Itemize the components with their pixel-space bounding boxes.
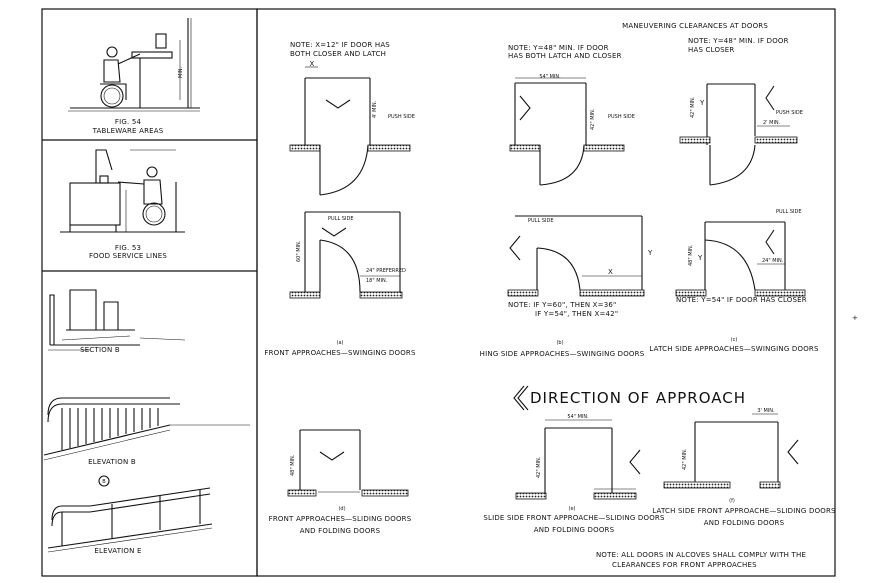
dim-24pref-a: 24" PREFERRED <box>366 268 406 274</box>
marker-b: (b) <box>556 340 563 346</box>
direction-arrow-icon <box>513 385 529 411</box>
pull-side-b: PULL SIDE <box>528 218 554 224</box>
dim-y-c2: Y <box>697 254 703 262</box>
svg-text:MIN.: MIN. <box>178 66 184 78</box>
dim-54min-b: 54" MIN. <box>539 74 561 80</box>
marker-e: (e) <box>569 506 576 512</box>
diagram-e <box>515 419 641 500</box>
caption-f-line2: AND FOLDING DOORS <box>704 519 785 527</box>
elevation-b-drawing <box>43 397 250 461</box>
section-b-label: SECTION B <box>80 346 120 354</box>
diagram-a-pull <box>289 211 403 299</box>
note-front-swing-1: NOTE: X=12" IF DOOR HAS <box>290 41 390 49</box>
dim-18min-a: 18" MIN. <box>366 278 388 284</box>
caption-c: LATCH SIDE APPROACHES—SWINGING DOORS <box>649 345 819 353</box>
diagram-b-push <box>509 77 625 186</box>
dim-2min-c: 2' MIN. <box>763 120 781 126</box>
diagram-c-pull <box>675 221 806 297</box>
diagram-c-push <box>679 83 798 186</box>
direction-of-approach-legend: DIRECTION OF APPROACH <box>530 389 746 407</box>
caption-a: FRONT APPROACHES—SWINGING DOORS <box>264 349 416 357</box>
note-latch-swing-1: NOTE: Y=48" MIN. IF DOOR <box>688 37 789 45</box>
dim-54min-e: 54" MIN. <box>567 414 589 420</box>
pull-side-c: PULL SIDE <box>776 209 802 215</box>
caption-b: HING SIDE APPROACHES—SWINGING DOORS <box>480 350 645 358</box>
dim-48min-c: 48" MIN. <box>688 244 694 266</box>
fig53-caption: FOOD SERVICE LINES <box>89 252 167 260</box>
diagram-b-pull <box>507 215 645 297</box>
note-hinge-swing-1: NOTE: Y=48" MIN. IF DOOR <box>508 44 609 52</box>
elevation-e-drawing <box>47 475 213 553</box>
right-panel-frame <box>256 8 836 577</box>
fig53-number: FIG. 53 <box>115 244 141 252</box>
dim-3min-f: 3' MIN. <box>757 408 775 414</box>
fig54-number: FIG. 54 <box>115 118 142 126</box>
dim-42min-f: 42" MIN. <box>682 448 688 470</box>
note-alcoves-2: CLEARANCES FOR FRONT APPROACHES <box>612 561 757 569</box>
note-hinge-xy-1: NOTE: IF Y=60", THEN X=36" <box>508 301 616 309</box>
caption-d-line1: FRONT APPROACHES—SLIDING DOORS <box>269 515 412 523</box>
marker-c: (c) <box>731 337 738 343</box>
note-hinge-xy-2: IF Y=54", THEN X=42" <box>535 310 618 318</box>
diagram-f <box>663 413 799 489</box>
diagram-d <box>287 429 409 497</box>
caption-e-line1: SLIDE SIDE FRONT APPROACHE—SLIDING DOORS <box>483 514 665 522</box>
push-side-b: PUSH SIDE <box>608 114 635 120</box>
marker-a: (a) <box>337 340 344 346</box>
sheet-edge-mark: + <box>852 314 858 322</box>
note-front-swing-2: BOTH CLOSER AND LATCH <box>290 50 386 58</box>
section-b-drawing <box>48 289 186 351</box>
marker-d: (d) <box>338 506 345 512</box>
marker-f: (f) <box>729 498 735 504</box>
note-latch-y: NOTE: Y=54" IF DOOR HAS CLOSER <box>676 296 807 304</box>
dim-y-b: Y <box>647 249 653 257</box>
dim-42min-b: 42" MIN. <box>590 108 596 130</box>
dim-x-a: X <box>310 60 315 68</box>
dim-48min-d: 48" MIN. <box>290 454 296 476</box>
note-alcoves-1: NOTE: ALL DOORS IN ALCOVES SHALL COMPLY … <box>596 551 806 559</box>
elevation-e-marker: B <box>102 479 106 485</box>
push-side-c: PUSH SIDE <box>776 110 803 116</box>
elevation-e-label: ELEVATION E <box>94 547 141 555</box>
fig54-caption: TABLEWARE AREAS <box>92 127 164 135</box>
fig53-drawing <box>60 149 185 233</box>
dim-x-b: X <box>608 268 613 276</box>
note-hinge-swing-2: HAS BOTH LATCH AND CLOSER <box>508 52 622 60</box>
caption-f-line1: LATCH SIDE FRONT APPROACHE—SLIDING DOORS <box>652 507 836 515</box>
note-latch-swing-2: HAS CLOSER <box>688 46 735 54</box>
elevation-b-label: ELEVATION B <box>88 458 136 466</box>
dim-24min-c: 24" MIN. <box>762 258 784 264</box>
dim-42min-e: 42" MIN. <box>536 456 542 478</box>
pull-side-a: PULL SIDE <box>328 216 354 222</box>
diagram-a-push <box>289 66 411 196</box>
dim-42min-c: 42" MIN. <box>690 96 696 118</box>
left-panel-frame <box>41 8 258 577</box>
push-side-a: PUSH SIDE <box>388 114 415 120</box>
fig54-drawing: MIN. <box>68 18 200 112</box>
sheet-title: MANEUVERING CLEARANCES AT DOORS <box>622 22 768 30</box>
dim-60min-a: 60" MIN. <box>296 240 302 262</box>
caption-e-line2: AND FOLDING DOORS <box>534 526 615 534</box>
dim-y-c: Y <box>699 99 705 107</box>
dim-4min-a: 4' MIN. <box>372 100 378 118</box>
caption-d-line2: AND FOLDING DOORS <box>300 527 381 535</box>
